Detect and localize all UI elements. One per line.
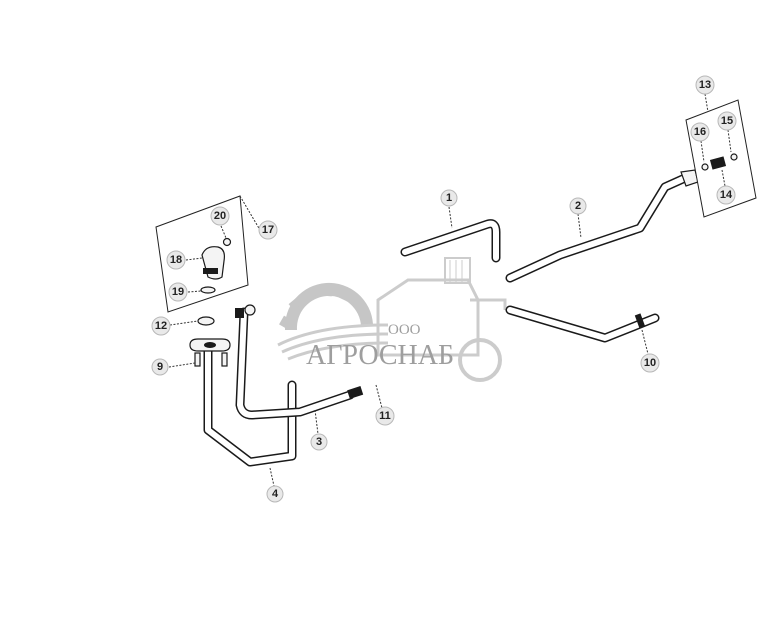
svg-text:14: 14 — [720, 189, 733, 201]
fitting-part-14[interactable] — [709, 156, 727, 187]
svg-text:18: 18 — [170, 254, 182, 266]
watermark-logo: ООО АГРОСНАБ — [277, 257, 507, 382]
callout-9[interactable]: 9 — [151, 358, 169, 376]
hose-part-10[interactable] — [505, 305, 660, 355]
pipe-part-4[interactable] — [203, 345, 297, 487]
svg-text:10: 10 — [644, 357, 656, 369]
svg-text:1: 1 — [446, 192, 452, 204]
ring-part-20[interactable] — [220, 225, 232, 247]
pipe-part-1[interactable] — [400, 206, 501, 263]
callout-14[interactable]: 14 — [716, 185, 736, 205]
callout-12[interactable]: 12 — [151, 316, 171, 336]
callout-13[interactable]: 13 — [695, 75, 715, 95]
callout-3[interactable]: 3 — [310, 433, 328, 451]
svg-text:3: 3 — [316, 436, 322, 448]
o-ring-part-19[interactable] — [187, 286, 216, 294]
flange — [189, 338, 231, 352]
callout-2[interactable]: 2 — [569, 197, 587, 215]
callout-11[interactable]: 11 — [375, 406, 395, 426]
svg-text:11: 11 — [379, 410, 391, 422]
svg-text:13: 13 — [699, 79, 711, 91]
svg-text:4: 4 — [272, 488, 279, 500]
pipe-part-3[interactable] — [235, 307, 364, 435]
callout-16[interactable]: 16 — [690, 122, 710, 142]
callout-4[interactable]: 4 — [266, 485, 284, 503]
callout-20[interactable]: 20 — [210, 206, 230, 226]
elbow-fitting-part-18[interactable] — [185, 246, 225, 280]
svg-text:2: 2 — [575, 200, 581, 212]
svg-text:15: 15 — [721, 115, 733, 127]
callout-17[interactable]: 17 — [258, 220, 278, 240]
svg-text:17: 17 — [262, 224, 274, 236]
clamp — [235, 304, 256, 318]
callout-18[interactable]: 18 — [166, 250, 186, 270]
harvester-icon — [376, 257, 507, 382]
gasket-part-12[interactable] — [169, 316, 215, 326]
leader-part-11 — [375, 384, 383, 409]
callout-15[interactable]: 15 — [717, 111, 737, 131]
watermark-name: АГРОСНАБ — [306, 340, 454, 371]
svg-text:19: 19 — [172, 286, 184, 298]
callout-10[interactable]: 10 — [640, 353, 660, 373]
washer-part-15[interactable] — [727, 129, 738, 161]
pipe-part-2[interactable] — [505, 169, 699, 283]
washer-part-16[interactable] — [700, 140, 709, 171]
gear-icon — [279, 282, 373, 330]
svg-text:20: 20 — [214, 210, 226, 222]
callout-1[interactable]: 1 — [440, 189, 458, 207]
watermark-prefix: ООО — [388, 322, 421, 338]
svg-text:9: 9 — [157, 361, 163, 373]
bolt-part-9[interactable] — [168, 352, 228, 368]
callout-19[interactable]: 19 — [168, 282, 188, 302]
svg-text:12: 12 — [155, 320, 167, 332]
svg-text:16: 16 — [694, 126, 706, 138]
